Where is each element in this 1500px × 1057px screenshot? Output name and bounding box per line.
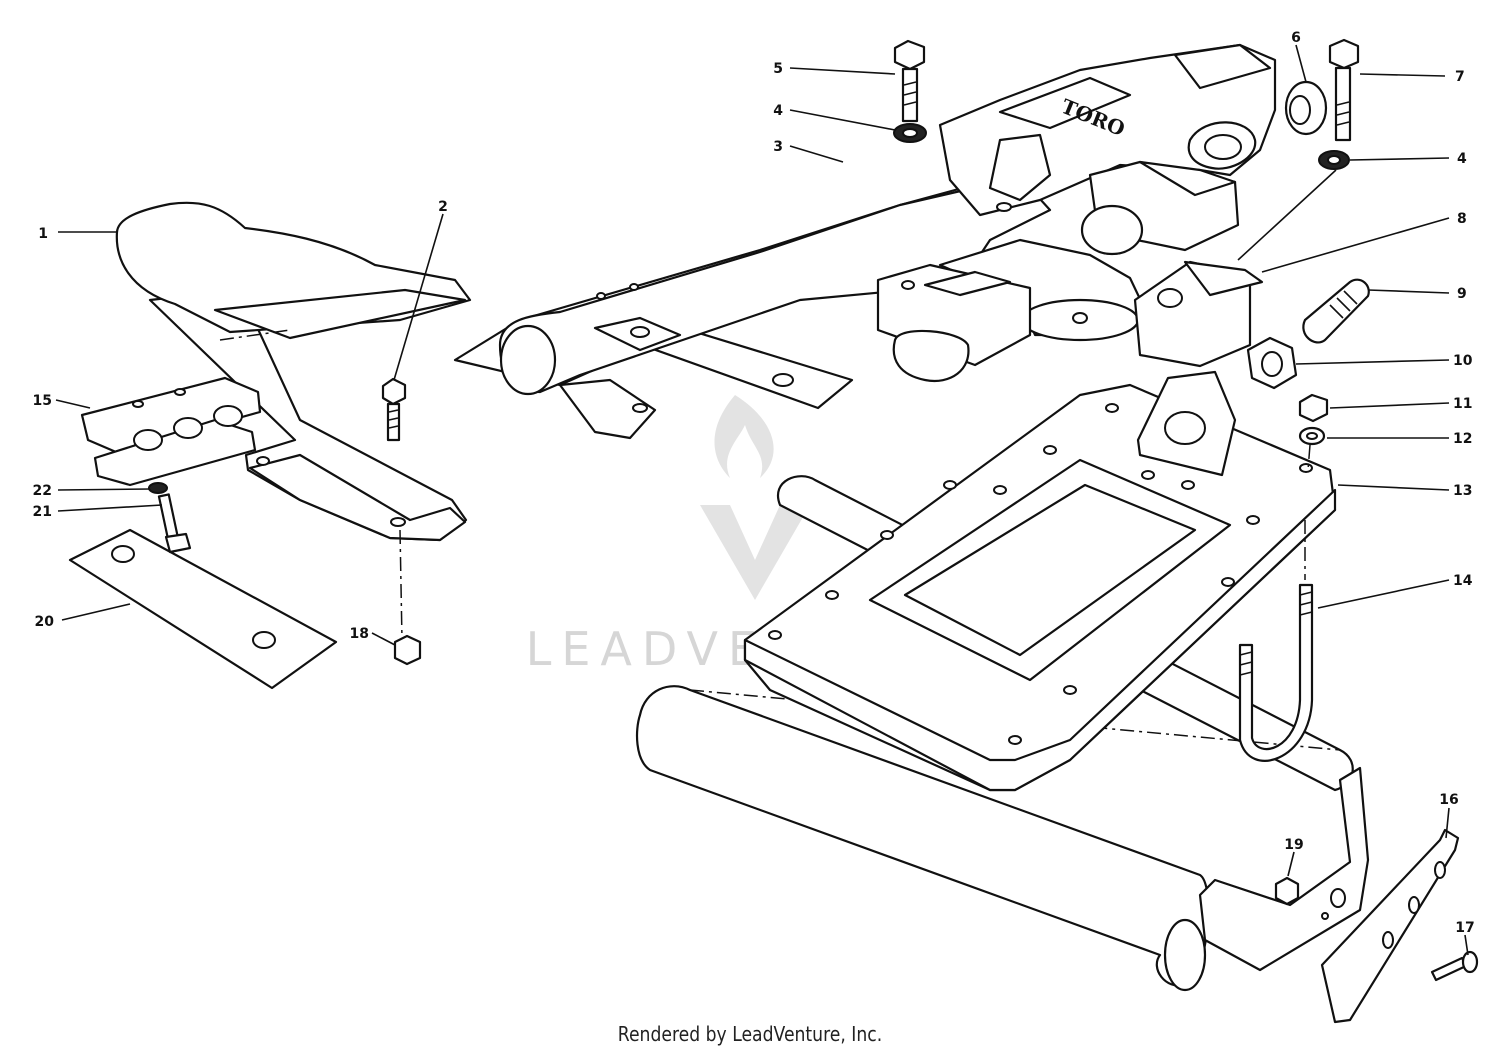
part-6-pivot-boss xyxy=(1284,80,1328,136)
callout-21: 21 xyxy=(33,504,52,520)
callout-17: 17 xyxy=(1455,920,1474,936)
callout-12: 12 xyxy=(1453,431,1472,447)
watermark-flame-icon xyxy=(714,395,774,478)
callout-9: 9 xyxy=(1457,286,1467,302)
callout-18: 18 xyxy=(350,626,369,642)
part-21-bolt xyxy=(157,493,192,554)
callout-19: 19 xyxy=(1284,837,1303,853)
part-14-u-bolt xyxy=(1238,583,1314,762)
part-7-bolt xyxy=(1328,38,1360,142)
part-5-bolt xyxy=(893,39,926,123)
part-22-lockwasher xyxy=(148,482,168,494)
part-10-nut xyxy=(1246,336,1298,390)
leader-lines xyxy=(55,44,1469,956)
callout-14: 14 xyxy=(1453,573,1473,589)
part-9-threaded-bolt xyxy=(1302,278,1370,344)
callout-10: 10 xyxy=(1453,353,1473,369)
callout-11: 11 xyxy=(1453,396,1472,412)
footer-credit: Rendered by LeadVenture, Inc. xyxy=(617,1022,883,1046)
callout-3: 3 xyxy=(773,139,783,155)
callout-1: 1 xyxy=(38,226,48,242)
callout-5: 5 xyxy=(773,61,783,77)
callout-16: 16 xyxy=(1439,792,1458,808)
callout-13: 13 xyxy=(1453,483,1472,499)
part-19-nut xyxy=(1274,876,1300,906)
part-2-bolt xyxy=(381,377,407,442)
bracket-assembly xyxy=(1198,766,1370,972)
watermark-v-icon xyxy=(700,505,810,600)
part-15-clamp-block xyxy=(80,376,262,487)
part-20-mounting-plate xyxy=(68,528,338,690)
part-13-base-frame xyxy=(743,370,1337,792)
callout-22: 22 xyxy=(33,483,52,499)
part-17-screw xyxy=(1430,950,1479,982)
part-3-steering-arm-housing: TORO xyxy=(453,43,1277,440)
callout-6: 6 xyxy=(1291,30,1301,46)
part-18-nut xyxy=(393,634,422,666)
callout-labels: 1 2 3 4 4 5 6 7 8 9 10 11 12 13 14 15 16… xyxy=(33,30,1475,936)
callout-8: 8 xyxy=(1457,211,1467,227)
callout-2: 2 xyxy=(438,199,448,215)
callout-20: 20 xyxy=(35,614,55,630)
part-11-nut xyxy=(1298,393,1329,423)
callout-4-upper: 4 xyxy=(773,103,783,119)
part-1-footrest-pad xyxy=(115,201,472,542)
callout-4-right: 4 xyxy=(1457,151,1467,167)
part-16-bracket xyxy=(1320,828,1460,1024)
callout-15: 15 xyxy=(33,393,52,409)
part-8-yoke-clamp xyxy=(876,160,1264,383)
callout-7: 7 xyxy=(1455,69,1465,85)
